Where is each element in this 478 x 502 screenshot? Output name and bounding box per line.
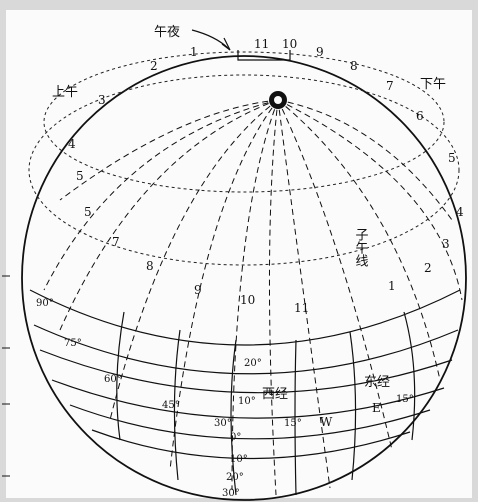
label-e: E: [372, 401, 381, 415]
hour-label: 10: [240, 293, 255, 307]
hour-label: 3: [98, 93, 106, 107]
hour-label: 8: [146, 259, 154, 273]
hour-label: 10: [282, 37, 297, 51]
hour-label: 2: [150, 59, 158, 73]
hour-label: 8: [350, 59, 358, 73]
hour-label: 1: [388, 279, 396, 293]
label-am: 上午: [52, 85, 78, 100]
hour-label: 9: [316, 45, 324, 59]
left-ticks: [2, 275, 10, 477]
hour-label: 3: [442, 237, 450, 251]
label-west: 西经: [262, 387, 288, 402]
degree-label: 10°: [238, 396, 256, 407]
paper: [6, 10, 472, 498]
hour-label: 9: [194, 283, 202, 297]
solid-meridians: [116, 311, 416, 496]
degree-label: 60°: [104, 374, 122, 385]
hour-labels: 1 2 3 11 10 9 8 7 6 5 4 3 2 1 4 5 5 7 8 …: [68, 37, 464, 315]
hour-label: 7: [386, 79, 394, 93]
label-midnight: 午夜: [154, 25, 180, 40]
degree-label: 30°: [222, 488, 240, 499]
label-pm: 下午: [420, 77, 446, 92]
degree-label: 15°: [284, 418, 302, 429]
label-central-meridian: 子午线: [353, 228, 369, 267]
hour-label: 11: [294, 301, 309, 315]
hour-label: 4: [68, 137, 76, 151]
degree-label: 10°: [230, 454, 248, 465]
label-east: 东经: [364, 375, 390, 390]
degree-label: 75°: [64, 338, 82, 349]
degree-label: 20°: [226, 472, 244, 483]
degree-label: 90°: [36, 298, 54, 309]
noon-marker: [191, 29, 291, 61]
hour-label: 5: [448, 151, 456, 165]
degree-labels: 90° 75° 60° 45° 30° 15° 15° 20° 10° 0° 1…: [36, 298, 414, 499]
hour-label: 4: [456, 205, 464, 219]
hour-label: 11: [254, 37, 269, 51]
parallels: [29, 289, 461, 460]
hour-label: 6: [416, 109, 424, 123]
hour-label: 5: [76, 169, 84, 183]
globe-outline: [21, 55, 467, 501]
degree-label: 20°: [244, 358, 262, 369]
degree-label: 0°: [230, 432, 241, 443]
label-w: W: [320, 415, 333, 429]
latitude-lines: [28, 51, 460, 266]
hour-label: 5: [84, 205, 92, 219]
north-pole: [269, 91, 287, 109]
degree-label: 15°: [396, 394, 414, 405]
hour-label: 1: [190, 45, 198, 59]
degree-label: 45°: [162, 400, 180, 411]
hour-label: 7: [112, 235, 120, 249]
meridians: [43, 99, 463, 496]
degree-label: 30°: [214, 418, 232, 429]
hour-label: 2: [424, 261, 432, 275]
